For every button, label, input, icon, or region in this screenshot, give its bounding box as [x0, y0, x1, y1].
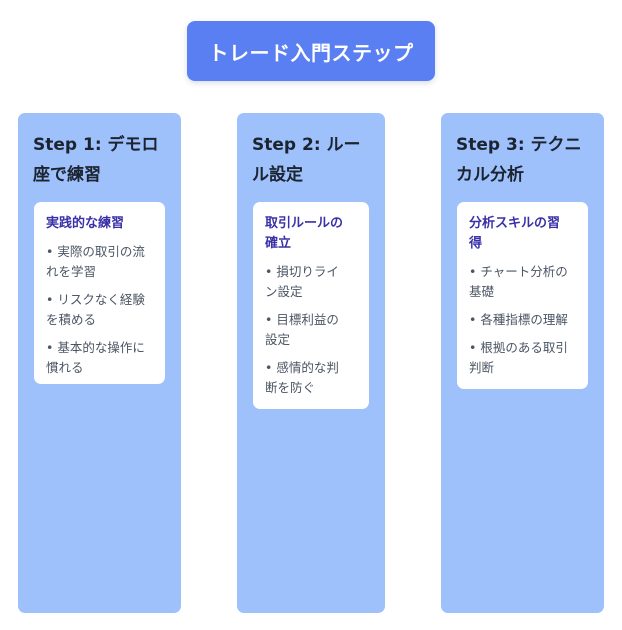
step-2-item-3: • 感情的な判 断を防ぐ	[265, 358, 359, 398]
step-2-item-2-line-2: 設定	[265, 332, 291, 347]
step-1-card: 実践的な練習 • 実際の取引の流 れを学習 • リスクなく経験 を積める • 基…	[34, 202, 165, 384]
step-3-card: 分析スキルの習 得 • チャート分析の 基礎 • 各種指標の理解 • 根拠のある…	[457, 202, 588, 389]
step-1-title: Step 1: デモロ 座で練習	[33, 130, 169, 190]
step-3-item-3-line-2: 判断	[469, 360, 495, 375]
step-2-title-line-2: ル設定	[252, 165, 303, 185]
step-3-item-1: • チャート分析の 基礎	[469, 262, 578, 302]
step-3-card-title: 分析スキルの習 得	[469, 214, 578, 254]
step-3-item-3: • 根拠のある取引 判断	[469, 338, 578, 378]
step-2-card: 取引ルールの 確立 • 損切りライ ン設定 • 目標利益の 設定 • 感情的な判…	[253, 202, 369, 409]
step-2-item-3-line-2: 断を防ぐ	[265, 380, 316, 395]
step-2-card-title-line-1: 取引ルールの	[265, 216, 344, 231]
step-3-title-line-2: カル分析	[456, 165, 524, 185]
step-1-item-1: • 実際の取引の流 れを学習	[46, 242, 155, 282]
step-2-card-title: 取引ルールの 確立	[265, 214, 359, 254]
step-2-column: Step 2: ルー ル設定 取引ルールの 確立 • 損切りライ ン設定 • 目…	[237, 113, 385, 613]
step-3-title: Step 3: テクニ カル分析	[456, 130, 592, 190]
step-1-item-2: • リスクなく経験 を積める	[46, 290, 155, 330]
step-2-item-1-line-2: ン設定	[265, 284, 303, 299]
step-1-title-line-1: Step 1: デモロ	[33, 135, 159, 155]
step-3-item-1-line-2: 基礎	[469, 284, 495, 299]
step-3-item-2: • 各種指標の理解	[469, 310, 578, 330]
step-3-item-1-line-1: • チャート分析の	[469, 264, 568, 279]
step-1-item-2-line-2: を積める	[46, 312, 97, 327]
diagram-title: トレード入門ステップ	[187, 21, 435, 81]
step-3-item-3-line-1: • 根拠のある取引	[469, 340, 568, 355]
step-1-item-1-line-2: れを学習	[46, 264, 97, 279]
step-2-card-title-line-2: 確立	[265, 236, 292, 251]
step-3-item-2-line-1: • 各種指標の理解	[469, 312, 568, 327]
step-1-card-title-line-1: 実践的な練習	[46, 216, 125, 231]
step-3-title-line-1: Step 3: テクニ	[456, 135, 582, 155]
step-2-item-3-line-1: • 感情的な判	[265, 360, 339, 375]
step-1-item-3-line-2: 慣れる	[46, 360, 84, 375]
step-1-card-title: 実践的な練習	[46, 214, 155, 234]
step-3-column: Step 3: テクニ カル分析 分析スキルの習 得 • チャート分析の 基礎 …	[441, 113, 604, 613]
step-1-column: Step 1: デモロ 座で練習 実践的な練習 • 実際の取引の流 れを学習 •…	[18, 113, 181, 613]
step-1-item-3-line-1: • 基本的な操作に	[46, 340, 145, 355]
diagram-title-text: トレード入門ステップ	[208, 40, 414, 65]
step-2-item-2-line-1: • 目標利益の	[265, 312, 339, 327]
step-3-card-title-line-1: 分析スキルの習	[469, 216, 561, 231]
step-3-card-title-line-2: 得	[469, 236, 483, 251]
step-2-item-1: • 損切りライ ン設定	[265, 262, 359, 302]
step-2-title: Step 2: ルー ル設定	[252, 130, 373, 190]
step-2-item-1-line-1: • 損切りライ	[265, 264, 339, 279]
step-1-item-3: • 基本的な操作に 慣れる	[46, 338, 155, 378]
step-1-title-line-2: 座で練習	[33, 165, 101, 185]
step-2-item-2: • 目標利益の 設定	[265, 310, 359, 350]
step-2-title-line-1: Step 2: ルー	[252, 135, 361, 155]
step-1-item-2-line-1: • リスクなく経験	[46, 292, 145, 307]
step-1-item-1-line-1: • 実際の取引の流	[46, 244, 145, 259]
